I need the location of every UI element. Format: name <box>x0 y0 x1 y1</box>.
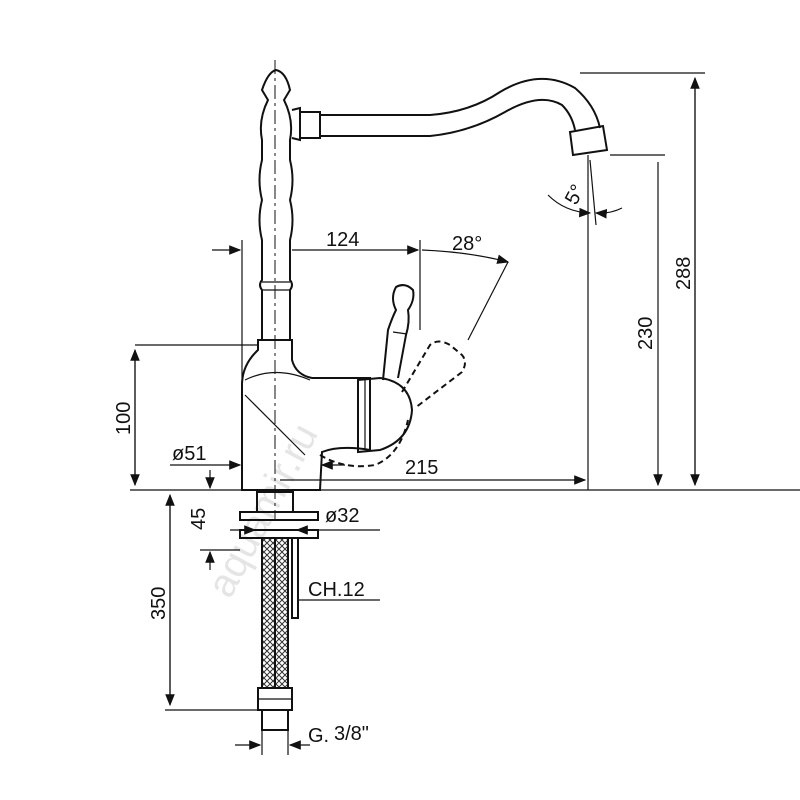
dim-spout-angle: 5° <box>561 181 589 208</box>
dim-wrench-size: CH.12 <box>308 579 365 601</box>
dim-total-height: 288 <box>673 257 695 290</box>
dim-shank-diameter: ø32 <box>325 505 359 527</box>
dim-thread-size: 3/8" <box>334 723 369 745</box>
dimension-lines <box>130 72 705 755</box>
faucet <box>239 60 609 731</box>
dim-shank-length: 45 <box>188 508 210 530</box>
dim-lever-angle: 28° <box>452 233 482 255</box>
dim-spout-reach: 215 <box>405 457 438 479</box>
dim-spout-height: 230 <box>635 317 657 350</box>
dim-thread-prefix: G. <box>308 725 329 747</box>
dim-body-height: 100 <box>113 402 135 435</box>
dim-hose-length: 350 <box>148 587 170 620</box>
dim-base-diameter: ø51 <box>172 443 206 465</box>
dim-lever-reach: 124 <box>326 229 359 251</box>
